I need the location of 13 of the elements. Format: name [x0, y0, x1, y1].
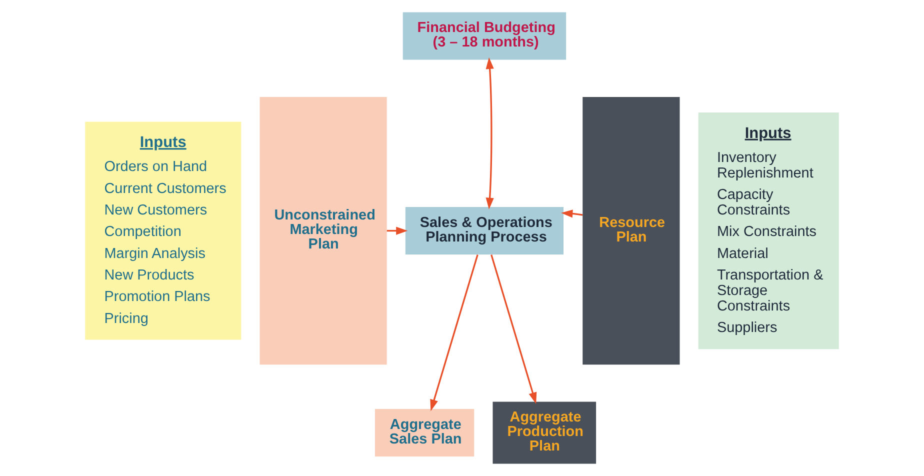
node-box: Financial Budgeting (3 – 18 months)	[402, 12, 566, 60]
node-box: Unconstrained Marketing Plan	[260, 96, 387, 365]
node-box: Inputs Inventory Replenishment Capacity Constraints Mix Constraints Material Transportation & Storage Constraints Suppliers	[698, 112, 839, 350]
node-box: Aggregate Sales Plan	[374, 409, 474, 457]
arrow	[386, 226, 408, 235]
arrow	[490, 254, 537, 404]
arrow	[486, 57, 494, 210]
node-box: Resource Plan	[582, 96, 680, 365]
node-box: Sales & Operations Planning Process	[405, 207, 564, 255]
node-box: Inputs Orders on Hand Current Customers New Customers Competition Margin Analysis New Products Promotion Plans Pricing	[85, 122, 242, 340]
arrow	[561, 210, 583, 218]
node-box: Aggregate Production Plan	[492, 402, 596, 464]
arrow	[430, 254, 478, 412]
